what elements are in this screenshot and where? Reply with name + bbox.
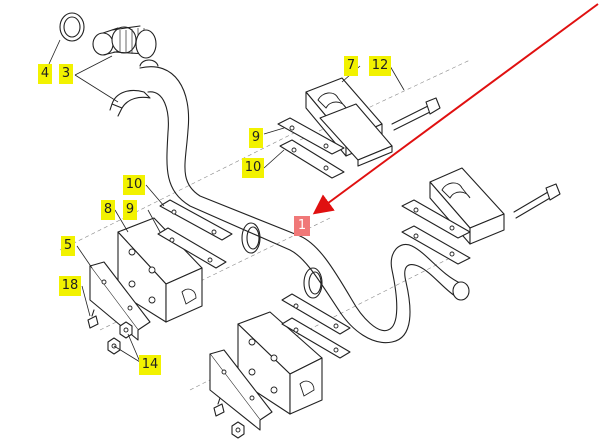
callout-9-upper: 9 xyxy=(249,128,263,148)
upper-clamp-plates xyxy=(277,117,345,179)
half-shell xyxy=(109,89,151,117)
grease-nipples xyxy=(87,309,225,417)
tube-flange-rings xyxy=(241,222,323,299)
callout-8: 8 xyxy=(101,200,115,220)
lower-clamp-plates xyxy=(281,293,351,359)
left-clamp-plates xyxy=(157,199,233,269)
lower-clamp-block xyxy=(237,311,323,415)
callout-10-left: 10 xyxy=(123,175,145,195)
right-bolt xyxy=(513,183,561,219)
callout-9-left: 9 xyxy=(123,200,137,220)
upper-bolt xyxy=(391,97,441,131)
callout-3: 3 xyxy=(59,64,73,84)
callout-10-upper: 10 xyxy=(242,158,264,178)
o-ring xyxy=(59,12,85,42)
callout-14: 14 xyxy=(139,355,161,375)
pointer-arrow xyxy=(312,3,599,215)
tube-coupling xyxy=(92,25,159,67)
callout-1-highlighted: 1 xyxy=(294,216,310,236)
shaft-tube xyxy=(139,66,470,344)
callout-7: 7 xyxy=(344,56,358,76)
callout-18: 18 xyxy=(59,276,81,296)
callout-5: 5 xyxy=(61,236,75,256)
right-clamp-plates xyxy=(401,199,471,265)
callout-12: 12 xyxy=(369,56,391,76)
callout-leaders xyxy=(48,39,405,363)
upper-clamp-block xyxy=(305,77,393,167)
callout-4: 4 xyxy=(38,64,52,84)
lower-cover-plate xyxy=(209,349,273,431)
